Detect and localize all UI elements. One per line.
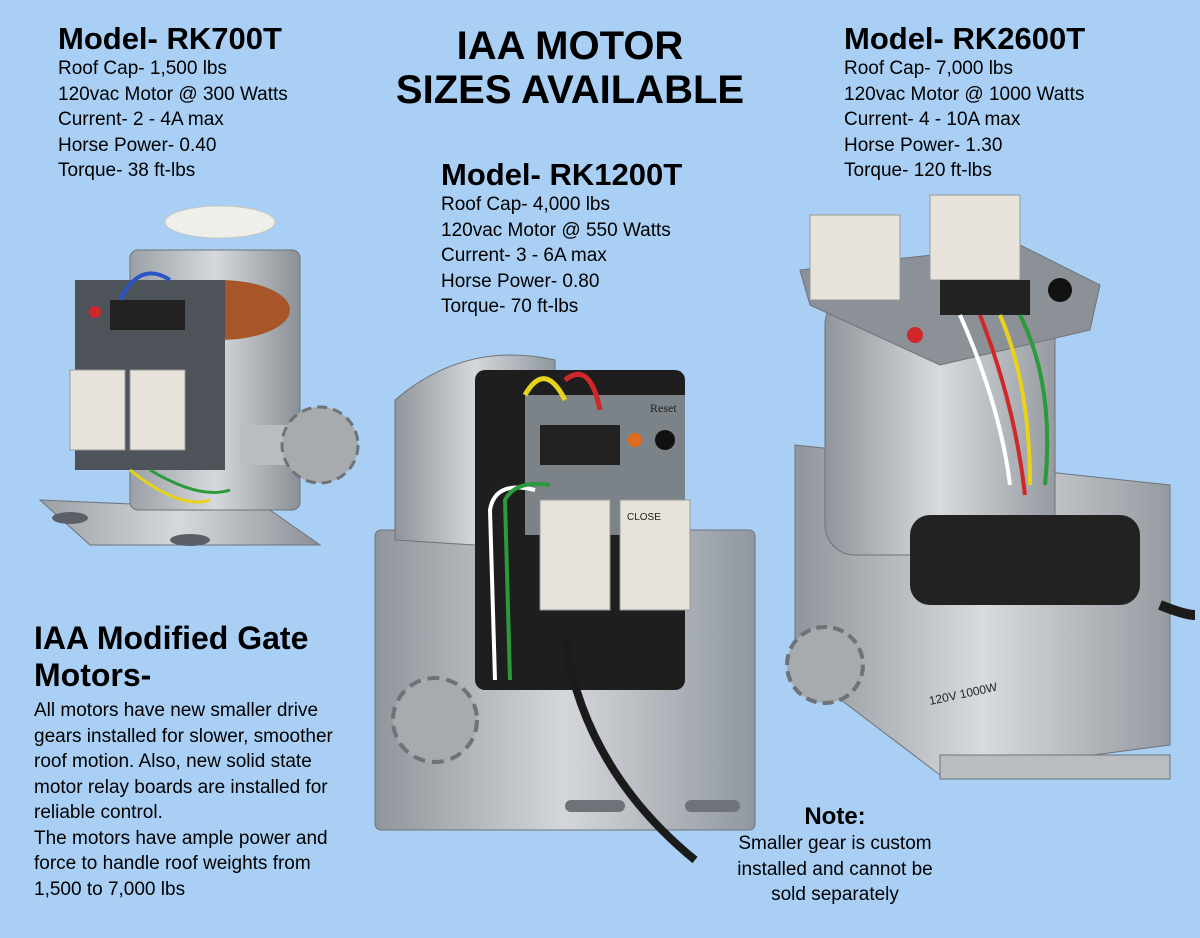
- note-title: Note:: [804, 803, 866, 830]
- relay: [539, 499, 611, 611]
- note-section: Note: Smaller gear is custom installed a…: [715, 803, 955, 908]
- relay: [619, 499, 691, 611]
- terminal-block: [540, 425, 620, 465]
- reset-label: Reset: [650, 401, 677, 415]
- indicator-light: [89, 306, 101, 318]
- spec-current: Current- 2 - 4A max: [58, 109, 224, 130]
- spec-motor: 120vac Motor @ 1000 Watts: [844, 83, 1085, 105]
- wire: [1018, 314, 1050, 486]
- model-rk700t-block: Model- RK700T Roof Cap- 1,500 lbs 120vac…: [58, 22, 288, 184]
- model-title: Model- RK2600T: [844, 21, 1086, 56]
- wire: [563, 371, 603, 411]
- main-title: IAA MOTOR SIZES AVAILABLE: [345, 24, 795, 112]
- spec-torque: Torque- 38 ft-lbs: [58, 160, 196, 181]
- mount-slot: [565, 800, 625, 812]
- spec-horse-power: Horse Power- 0.80: [441, 270, 600, 292]
- note-line: installed and cannot be: [737, 858, 933, 880]
- note-line: sold separately: [771, 884, 899, 905]
- wire: [998, 314, 1032, 486]
- spec-torque: Torque- 70 ft-lbs: [441, 296, 579, 317]
- relay: [129, 369, 186, 451]
- wire: [487, 485, 536, 681]
- modified-title-line2: Motors-: [34, 657, 152, 693]
- indicator-light: [628, 433, 642, 447]
- modified-body-line: 1,500 to 7,000 lbs: [34, 878, 186, 900]
- spec-roof-cap: Roof Cap- 1,500 lbs: [58, 58, 227, 79]
- wire: [118, 271, 172, 301]
- model-title: Model- RK1200T: [441, 157, 683, 192]
- spec-torque: Torque- 120 ft-lbs: [844, 160, 992, 181]
- spec-current: Current- 4 - 10A max: [844, 109, 1021, 130]
- motor-rk700t-photo: [38, 205, 360, 546]
- indicator-light: [907, 327, 923, 343]
- modified-body-line: The motors have ample power and: [34, 827, 328, 849]
- modified-motors-section: IAA Modified Gate Motors- All motors hav…: [34, 620, 379, 902]
- modified-body-line: reliable control.: [34, 802, 163, 823]
- model-title: Model- RK700T: [58, 21, 282, 56]
- mount-foot: [939, 754, 1171, 780]
- modified-body-line: force to handle roof weights from: [34, 853, 311, 874]
- power-cable: [561, 639, 698, 864]
- mount-hole: [170, 534, 210, 546]
- modified-body-line: motor relay boards are installed for: [34, 776, 328, 798]
- model-rk1200t-block: Model- RK1200T Roof Cap- 4,000 lbs 120va…: [441, 158, 682, 320]
- main-title-line2: SIZES AVAILABLE: [395, 68, 745, 112]
- modified-body-line: All motors have new smaller drive: [34, 700, 319, 721]
- reset-button-icon: [655, 430, 675, 450]
- relay: [929, 194, 1021, 281]
- relay: [69, 369, 126, 451]
- spec-motor: 120vac Motor @ 300 Watts: [58, 83, 288, 105]
- reset-button-icon: [1048, 278, 1072, 302]
- drive-gear: [391, 676, 479, 764]
- capacitor: [910, 515, 1140, 605]
- drive-gear: [785, 625, 865, 705]
- mount-hole: [52, 512, 88, 524]
- drive-gear: [280, 405, 360, 485]
- model-rk2600t-block: Model- RK2600T Roof Cap- 7,000 lbs 120va…: [844, 22, 1085, 184]
- wire: [978, 314, 1027, 496]
- spec-horse-power: Horse Power- 1.30: [844, 134, 1003, 156]
- motor-rk2600t-photo: 120V 1000W: [785, 194, 1196, 780]
- spec-horse-power: Horse Power- 0.40: [58, 134, 217, 156]
- terminal-block: [940, 280, 1030, 315]
- main-title-line1: IAA MOTOR: [456, 24, 684, 68]
- spec-motor: 120vac Motor @ 550 Watts: [441, 219, 671, 241]
- wire: [522, 376, 568, 402]
- modified-body-line: roof motion. Also, new solid state: [34, 751, 312, 772]
- fan: [164, 205, 276, 239]
- wire: [149, 468, 231, 494]
- modified-title-line1: IAA Modified Gate: [34, 620, 309, 656]
- wire: [502, 482, 551, 681]
- mount-slot: [685, 800, 740, 812]
- motor-rk1200t-photo: Reset CLOSE: [374, 354, 756, 864]
- wire: [958, 314, 1012, 486]
- spec-roof-cap: Roof Cap- 4,000 lbs: [441, 194, 610, 215]
- spec-current: Current- 3 - 6A max: [441, 245, 607, 266]
- power-cable: [1158, 600, 1196, 620]
- spec-roof-cap: Roof Cap- 7,000 lbs: [844, 58, 1013, 79]
- wire: [129, 468, 211, 504]
- note-line: Smaller gear is custom: [738, 833, 932, 854]
- relay: [809, 214, 901, 301]
- relay-close-label: CLOSE: [627, 512, 661, 523]
- terminal-block: [110, 300, 185, 330]
- modified-body-line: gears installed for slower, smoother: [34, 725, 333, 747]
